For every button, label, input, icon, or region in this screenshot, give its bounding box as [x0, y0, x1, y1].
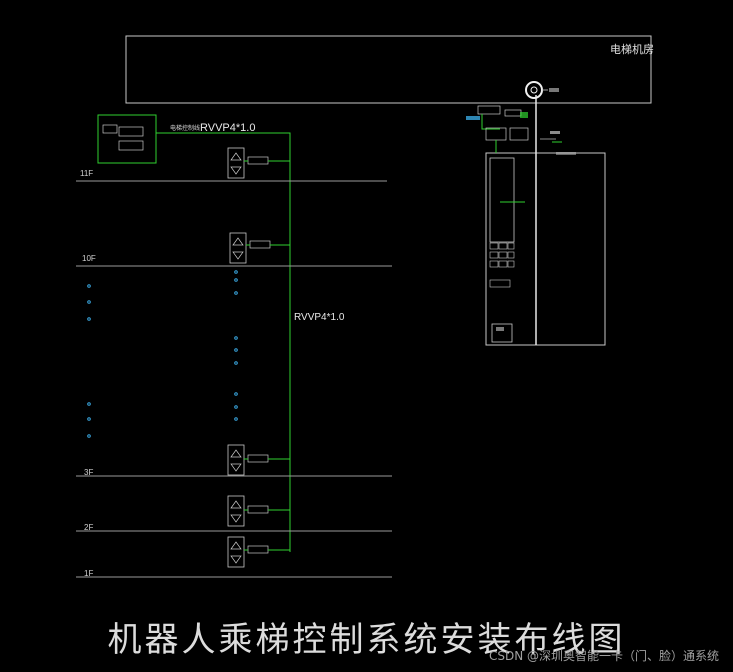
cable-prefix-label: 电梯控制线 [170, 124, 200, 132]
controller-box [97, 114, 157, 164]
main-riser-wire [156, 132, 291, 552]
hall-panel-10f [229, 232, 290, 264]
controller-module-c [118, 140, 144, 151]
floor-label-1f: 1F [84, 569, 93, 578]
controller-module-a [102, 124, 118, 134]
car-door-panel [489, 157, 515, 243]
cable-label-top: RVVP4*1.0 [200, 122, 255, 134]
car-control-box [491, 323, 513, 343]
floor-label-10f: 10F [82, 254, 96, 263]
floor-label-2f: 2F [84, 523, 93, 532]
car-module-b [504, 109, 522, 117]
car-module-a [477, 105, 501, 115]
traction-wheel-icon [525, 81, 543, 99]
cable-label-mid: RVVP4*1.0 [294, 312, 345, 323]
diagram-title: 机器人乘梯控制系统安装布线图 [107, 620, 626, 660]
hall-panel-2f [227, 495, 290, 527]
hall-panel-3f [227, 444, 290, 476]
car-floor-buttons [489, 242, 515, 268]
controller-module-b [118, 126, 144, 137]
floor-label-11f: 11F [80, 169, 93, 178]
elevator-shaft [485, 152, 606, 346]
hall-panel-1f [227, 536, 290, 568]
machine-room-label: 电梯机房 [610, 42, 654, 56]
continuation-dots [87, 270, 238, 438]
floor-label-3f: 3F [84, 468, 93, 477]
car-module-c [485, 127, 507, 141]
watermark: CSDN @深圳奥智能一卡（门、脸）通系统 [488, 649, 719, 663]
car-module-d [509, 127, 529, 141]
machine-room-box [125, 35, 652, 104]
hall-panel-11f [227, 147, 290, 179]
